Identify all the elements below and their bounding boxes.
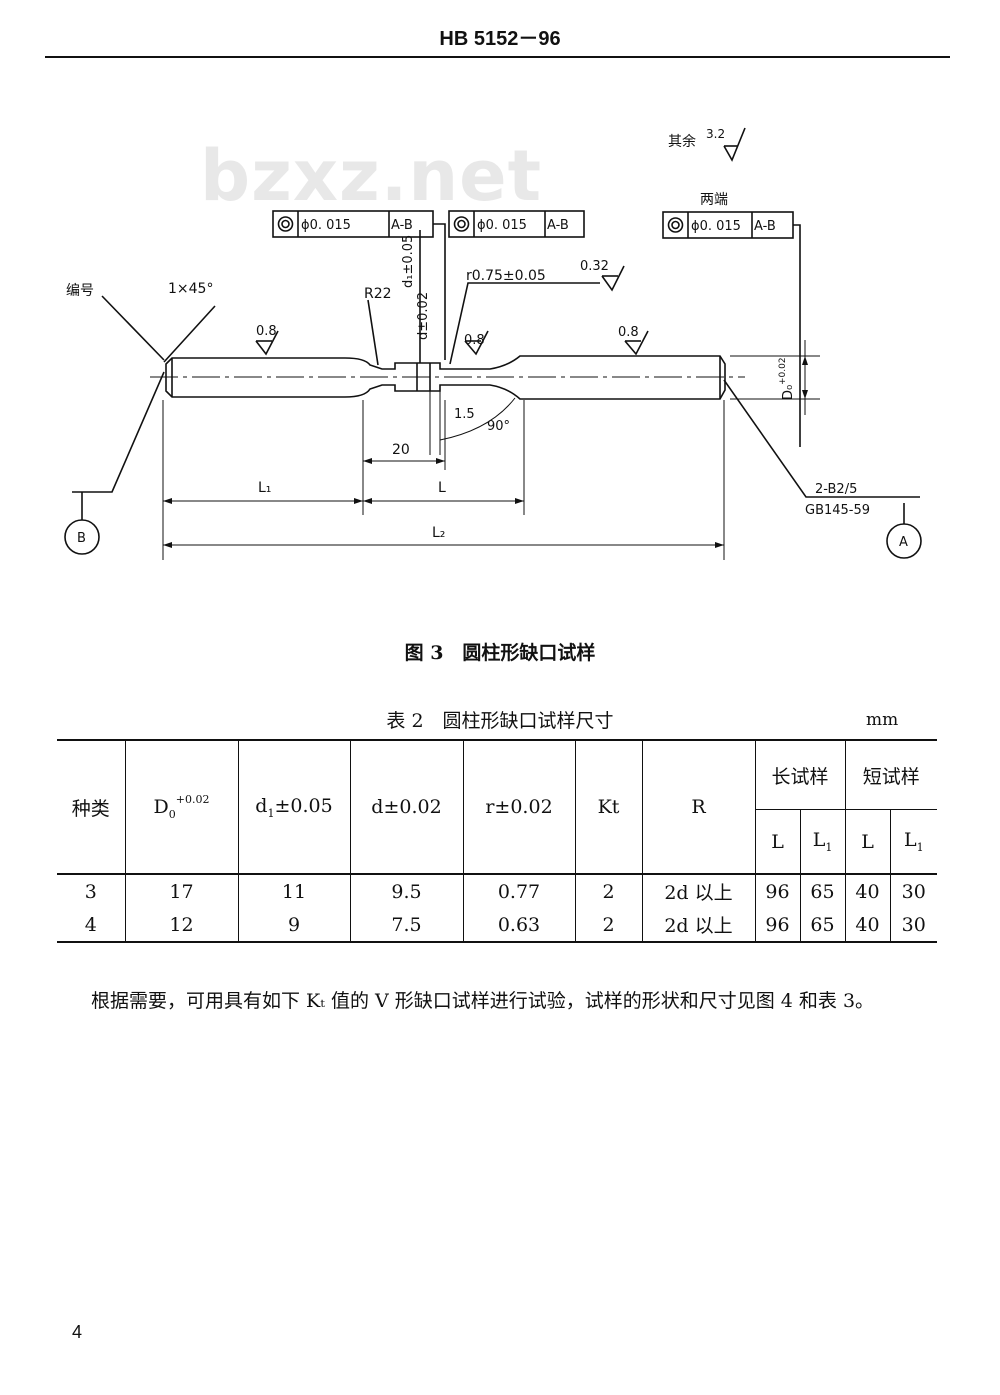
header-kt: Kt — [574, 739, 642, 874]
dimension-table: 种类 D0+0.02 d1±0.05 d±0.02 r±0.02 Kt R 长试… — [57, 739, 937, 943]
table-caption: 表 2 圆柱形缺口试样尺寸 — [386, 710, 614, 732]
watermark: bzxz.net — [200, 135, 543, 217]
datum-b-label: B — [77, 531, 86, 546]
label-roughness-032: 0.32 — [580, 259, 609, 274]
label-l2: L₂ — [432, 525, 445, 541]
label-d: d±0.02 — [416, 292, 431, 340]
document-code-header: HB 5152－96 — [439, 28, 561, 50]
header-d1: d1±0.05 — [237, 739, 350, 874]
label-20: 20 — [392, 442, 410, 458]
label-r22: R22 — [364, 286, 392, 302]
specimen-drawing: 其余 3.2 两端 ϕ0. 015 A-B ϕ0. 015 A-B ϕ0. 01… — [64, 127, 922, 560]
label-center-hole: 2-B2/5 — [815, 482, 857, 497]
header-short: 短试样 — [844, 739, 937, 810]
header-short-l1: L1 — [889, 809, 937, 874]
label-remaining-value: 3.2 — [706, 127, 725, 141]
header-d0: D0+0.02 — [124, 739, 238, 874]
header-long-l1: L1 — [799, 809, 845, 874]
label-chamfer: 1×45° — [168, 281, 213, 297]
header-d: d±0.02 — [349, 739, 463, 874]
header-rule — [45, 56, 950, 58]
tol-right-value: ϕ0. 015 — [691, 219, 741, 234]
label-15: 1.5 — [454, 407, 475, 422]
label-r075: r0.75±0.05 — [466, 268, 546, 284]
label-l: L — [438, 480, 446, 496]
figure-caption: 图 3 圆柱形缺口试样 — [404, 642, 596, 664]
table-row: 3 17 11 9.5 0.77 2 2d 以上 96 65 40 30 — [57, 873, 937, 908]
header-short-l: L — [844, 809, 890, 874]
label-roughness-right: 0.8 — [618, 325, 639, 340]
label-serial: 编号 — [66, 283, 94, 299]
header-big-r: R — [641, 739, 755, 874]
tol-left-datum: A-B — [391, 218, 413, 233]
label-l1: L₁ — [258, 480, 271, 496]
tol-left-value: ϕ0. 015 — [301, 218, 351, 233]
header-r: r±0.02 — [462, 739, 575, 874]
label-d1: d₁±0.05 — [401, 235, 416, 288]
label-remaining: 其余 — [668, 133, 696, 150]
header-kind: 种类 — [57, 739, 125, 874]
tolerance-frame-middle — [448, 210, 585, 238]
label-roughness-left: 0.8 — [256, 324, 277, 339]
label-roughness-mid: 0.8 — [464, 333, 485, 348]
label-d0: D₀ — [781, 385, 796, 400]
label-standard: GB145-59 — [805, 503, 870, 518]
body-paragraph: 根据需要，可用具有如下 Kₜ 值的 V 形缺口试样进行试验，试样的形状和尺寸见图… — [91, 990, 875, 1012]
header-long: 长试样 — [754, 739, 845, 810]
tol-mid-value: ϕ0. 015 — [477, 218, 527, 233]
tol-mid-datum: A-B — [547, 218, 569, 233]
label-90: 90° — [487, 419, 510, 434]
page-number: 4 — [72, 1322, 83, 1342]
header-long-l: L — [754, 809, 800, 874]
table-unit: mm — [866, 710, 899, 730]
tol-right-datum: A-B — [754, 219, 776, 234]
table-row: 4 12 9 7.5 0.63 2 2d 以上 96 65 40 30 — [57, 908, 937, 943]
label-both-ends: 两端 — [700, 192, 728, 208]
label-d0-tol: +0.02 — [778, 357, 788, 385]
datum-a-label: A — [899, 535, 908, 550]
